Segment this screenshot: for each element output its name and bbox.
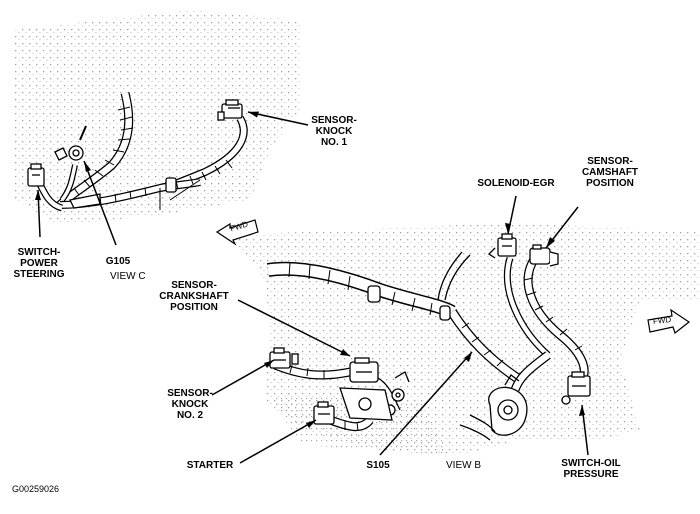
label-line: SENSOR- [171, 280, 217, 291]
label-line: SENSOR- [167, 388, 213, 399]
label-line: NO. 1 [320, 137, 348, 148]
label-solenoid-egr: SOLENOID-EGR [466, 178, 566, 189]
figure-code: G00259026 [12, 484, 60, 494]
label-s105: S105 [356, 460, 400, 471]
label-line: POSITION [170, 302, 218, 313]
label-line: STARTER [186, 460, 234, 471]
alternator-assembly [459, 374, 528, 441]
label-line: CRANKSHAFT [159, 291, 229, 302]
power-steering-switch-connector [27, 163, 45, 187]
label-line: SOLENOID-EGR [477, 178, 555, 189]
label-line: NO. 2 [176, 410, 204, 421]
fwd-arrow-right [647, 308, 691, 334]
label-line: PRESSURE [563, 469, 619, 480]
label-line: POWER [20, 258, 58, 269]
camshaft-sensor-connector [529, 244, 559, 267]
crankshaft-rear-hardware [339, 371, 410, 421]
label-line: SENSOR- [311, 115, 357, 126]
label-sensor-knock-no2: SENSOR- KNOCK NO. 2 [160, 388, 220, 421]
label-view-c: VIEW C [110, 271, 146, 282]
knock-sensor-2-connector [269, 347, 299, 369]
label-line: SWITCH- [17, 247, 61, 258]
leader-arrowheads [35, 111, 585, 428]
label-switch-power-steering: SWITCH- POWER STEERING [4, 247, 74, 280]
label-line: STEERING [13, 269, 65, 280]
label-sensor-knock-no1: SENSOR- KNOCK NO. 1 [304, 115, 364, 148]
starter-connector [313, 401, 335, 425]
label-line: SWITCH-OIL [561, 458, 621, 469]
label-line: S105 [366, 460, 390, 471]
label-line: G105 [105, 256, 131, 267]
label-line: CAMSHAFT [581, 167, 639, 178]
label-sensor-camshaft-position: SENSOR- CAMSHAFT POSITION [570, 156, 650, 189]
label-switch-oil-pressure: SWITCH-OIL PRESSURE [556, 458, 626, 480]
fwd-arrow-left [215, 219, 259, 246]
label-line: SENSOR- [587, 156, 633, 167]
label-line: POSITION [586, 178, 634, 189]
fwd-arrow-right-label: FWD [652, 315, 672, 326]
label-sensor-crankshaft-position: SENSOR- CRANKSHAFT POSITION [148, 280, 240, 313]
label-view-b: VIEW B [446, 460, 482, 471]
label-starter: STARTER [180, 460, 240, 471]
oil-pressure-switch-connector [561, 371, 591, 405]
knock-sensor-1-connector [217, 99, 243, 121]
label-g105: G105 [96, 256, 140, 267]
label-line: KNOCK [171, 399, 209, 410]
label-line: KNOCK [315, 126, 353, 137]
egr-solenoid-connector [487, 233, 517, 259]
leader-lines [37, 111, 589, 464]
